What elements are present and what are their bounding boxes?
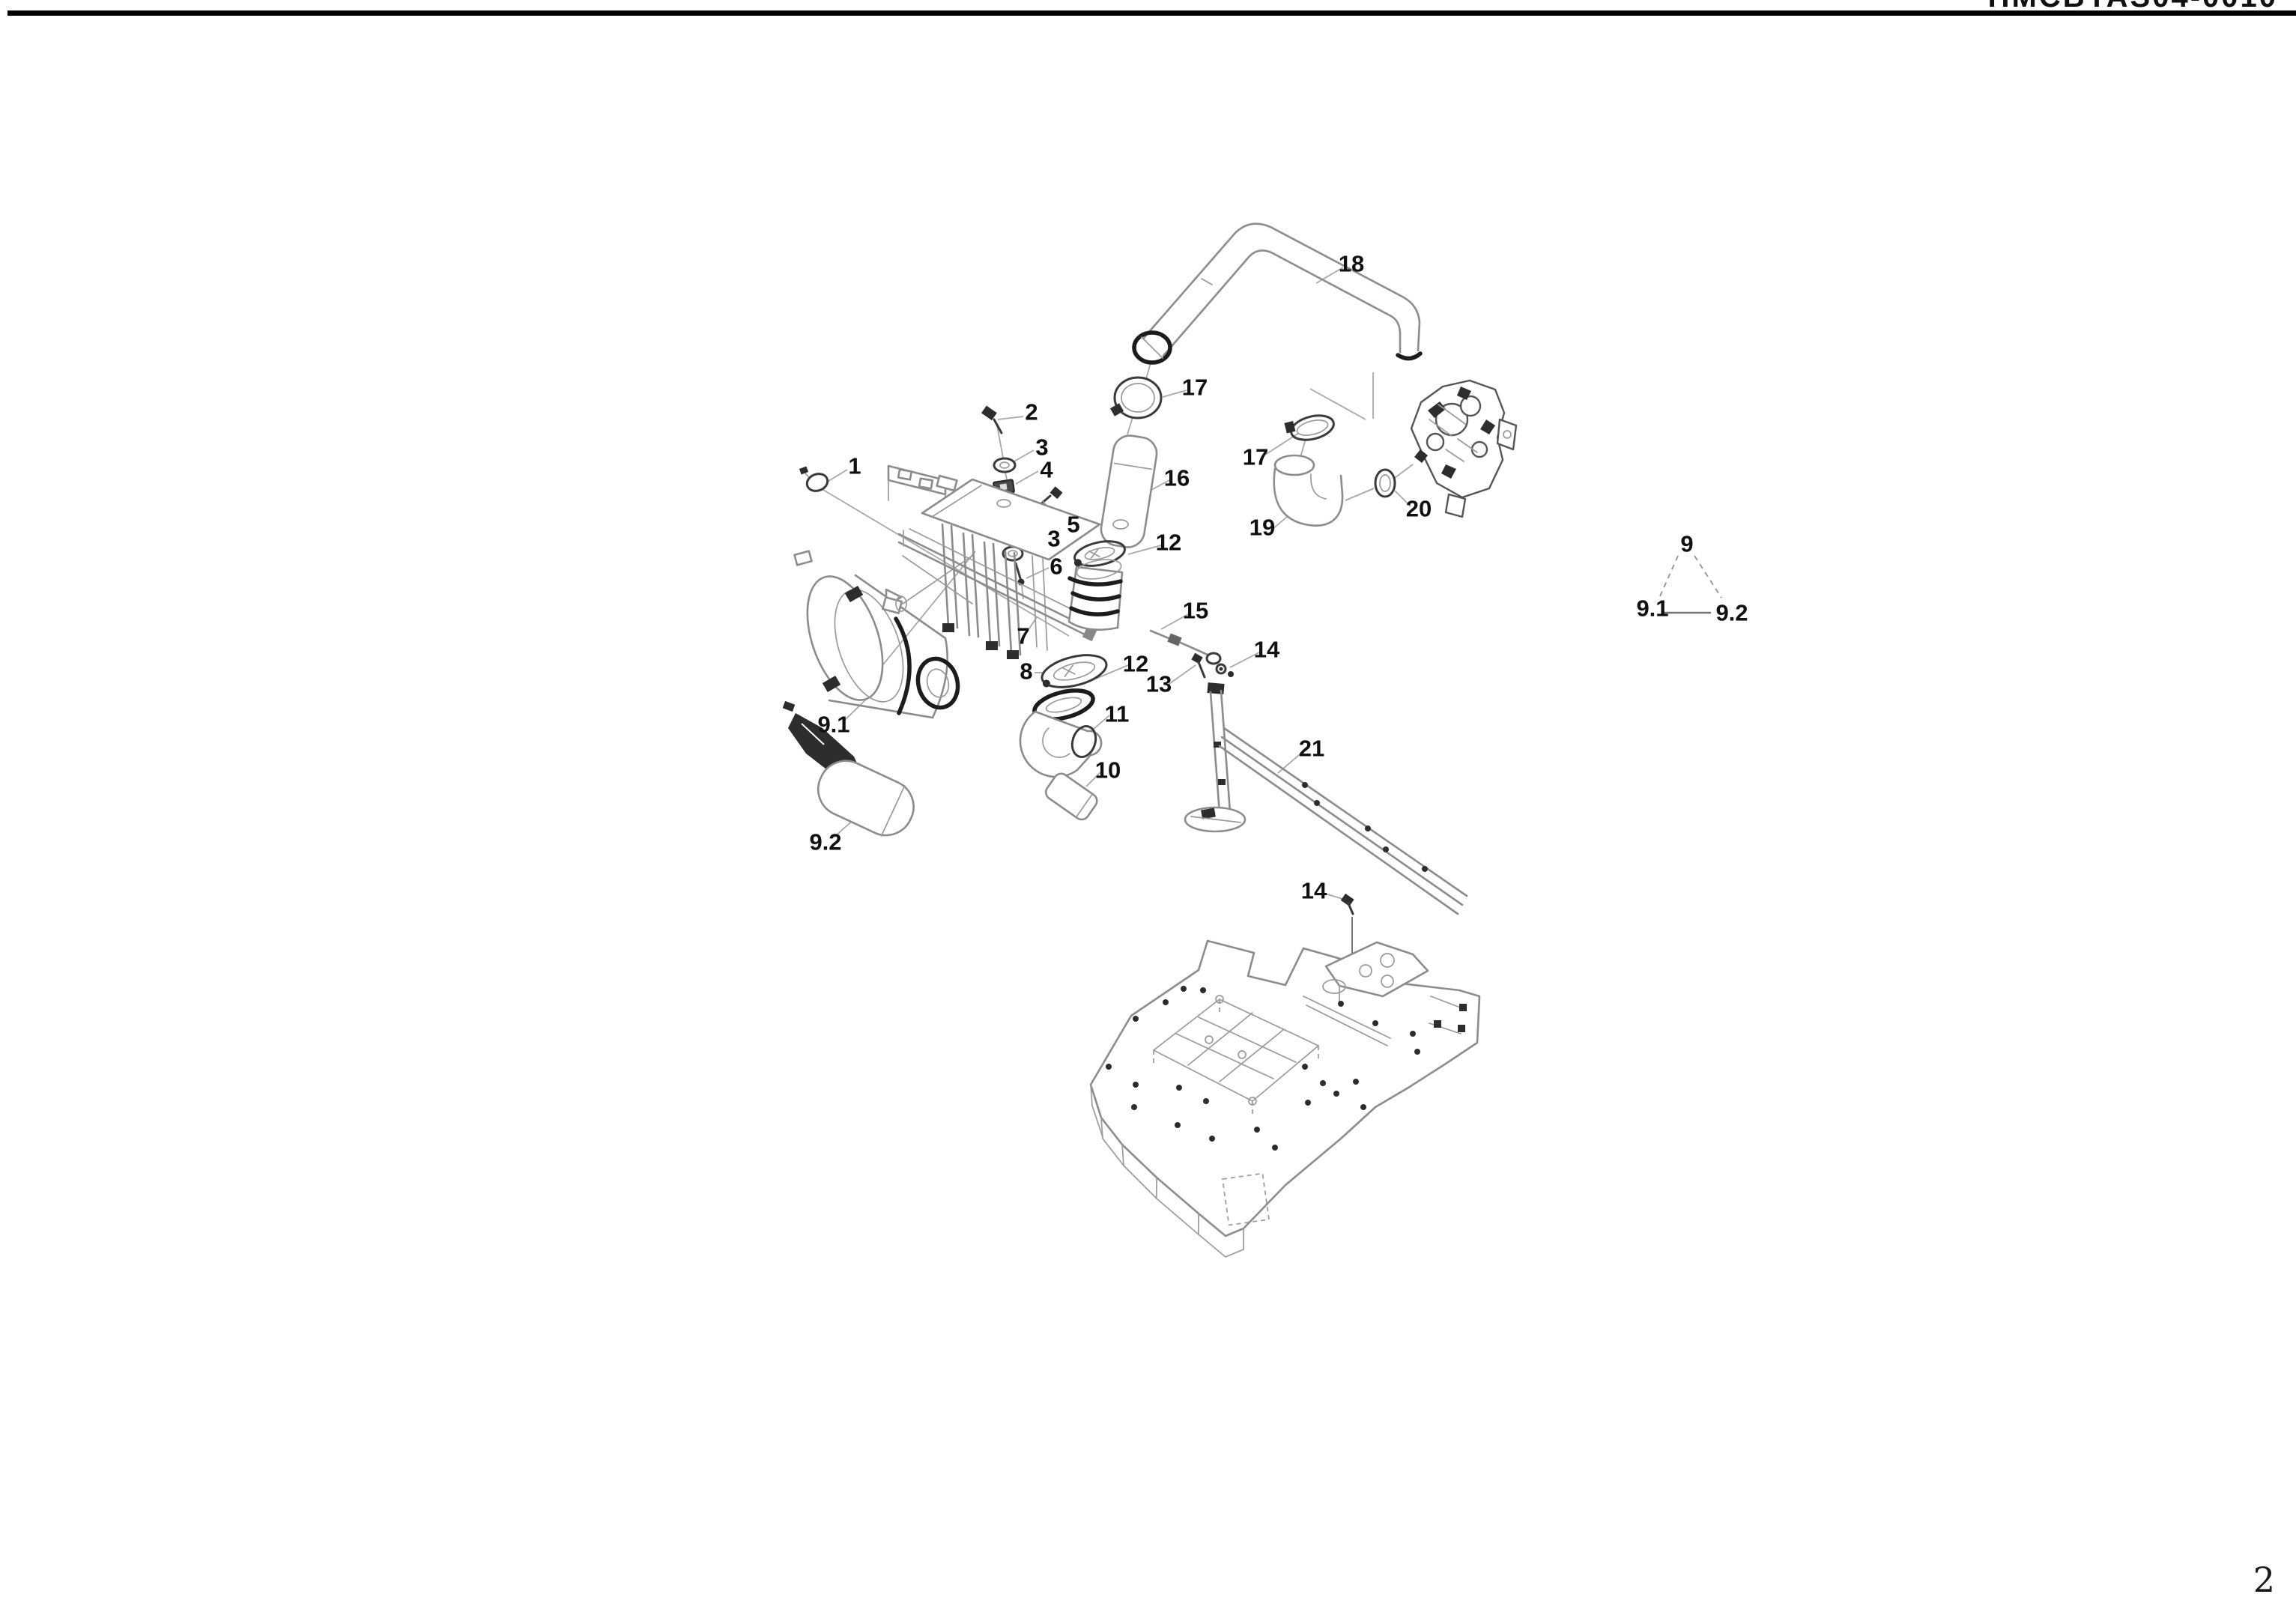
callout-labels: 1234536789.19.21011121213141415161717181… — [809, 251, 1748, 904]
cover-clip — [844, 585, 864, 603]
intake-boot — [1067, 559, 1124, 631]
callout-9.2: 9.2 — [809, 829, 841, 855]
callout-18: 18 — [1339, 251, 1364, 277]
part-bolt-13 — [1191, 652, 1206, 679]
callout-12: 12 — [1156, 530, 1181, 556]
callout-9.1: 9.1 — [817, 712, 849, 738]
bolt-2 — [981, 405, 1003, 434]
base-frame — [1089, 939, 1481, 1258]
callout-21: 21 — [1299, 736, 1324, 762]
callout-9: 9 — [1680, 531, 1693, 557]
part-hose-16 — [1100, 434, 1158, 548]
part-stay-bars-7 — [897, 528, 1098, 642]
frame-holes — [1106, 986, 1366, 1151]
part-nut-14-upper — [1215, 663, 1234, 677]
part-hose-18 — [1132, 222, 1423, 365]
callout-11: 11 — [1105, 701, 1130, 727]
callout-19: 19 — [1250, 515, 1275, 541]
mount-bracket-assembly — [885, 464, 1129, 659]
callout-16: 16 — [1164, 465, 1190, 491]
callout-14: 14 — [1301, 878, 1327, 904]
outlet-ring — [915, 656, 960, 710]
part-clamp-1 — [799, 466, 829, 492]
part-tube-9-2 — [817, 760, 915, 837]
part-clamp-17-left — [1109, 376, 1163, 419]
legend-triangle — [1659, 555, 1722, 614]
callout-3: 3 — [1047, 526, 1060, 552]
callout-3: 3 — [1035, 434, 1048, 461]
callout-6: 6 — [1049, 554, 1062, 580]
part-elbow-11 — [1019, 710, 1103, 778]
callout-15: 15 — [1183, 598, 1208, 624]
cover-clip — [822, 675, 841, 693]
part-gasket-12-upper — [1073, 540, 1126, 567]
part-band-8 — [1041, 654, 1108, 688]
engine-turbo-assembly — [1410, 379, 1518, 518]
callout-7: 7 — [1017, 623, 1029, 649]
washer-3-upper — [993, 457, 1017, 473]
callout-20: 20 — [1406, 496, 1432, 522]
part-pipe-10 — [1044, 772, 1098, 821]
part-air-cleaner-9-1 — [782, 550, 960, 779]
header-rule — [7, 10, 2296, 16]
callout-12: 12 — [1123, 651, 1148, 677]
leader-lines — [823, 267, 1414, 900]
callout-14: 14 — [1254, 637, 1280, 663]
part-elbow-19 — [1273, 454, 1344, 527]
callout-10: 10 — [1095, 757, 1121, 784]
part-ring-20 — [1374, 468, 1396, 498]
callout-9.1: 9.1 — [1636, 596, 1668, 622]
part-clamp-17-center — [1284, 414, 1335, 441]
part-breather-15 — [1149, 629, 1222, 665]
callout-1: 1 — [848, 453, 861, 479]
part-rods-21 — [1218, 727, 1468, 915]
callout-8: 8 — [1020, 658, 1032, 685]
callout-5: 5 — [1067, 512, 1079, 538]
callout-13: 13 — [1146, 671, 1172, 697]
callout-9.2: 9.2 — [1715, 600, 1748, 626]
callout-17: 17 — [1182, 375, 1208, 401]
callout-17: 17 — [1243, 444, 1268, 470]
callout-2: 2 — [1025, 399, 1038, 425]
page-number: 2 — [2253, 1560, 2275, 1600]
document-code: HMCBYAS04-0010 — [1988, 0, 2278, 14]
callout-4: 4 — [1040, 457, 1053, 483]
muffler-stand — [1184, 682, 1247, 833]
hose-clamp-icon — [1132, 330, 1172, 365]
